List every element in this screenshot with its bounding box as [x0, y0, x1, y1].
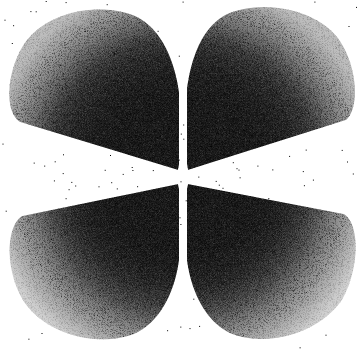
speck — [197, 204, 198, 205]
speck — [34, 163, 35, 164]
speck — [342, 150, 343, 151]
speck — [216, 181, 217, 182]
speck — [180, 327, 181, 328]
speck — [356, 7, 357, 8]
speck — [181, 134, 182, 135]
speck — [177, 137, 178, 138]
speck — [237, 168, 238, 169]
speck — [107, 4, 108, 5]
speck — [189, 159, 190, 160]
speck — [313, 180, 314, 181]
speck — [240, 177, 241, 178]
speck — [152, 120, 153, 121]
speck — [159, 102, 160, 103]
speck — [179, 56, 180, 57]
speck — [44, 166, 45, 167]
speck — [183, 125, 184, 126]
speck — [289, 156, 290, 157]
speck — [180, 224, 181, 225]
speck — [314, 2, 315, 3]
speck — [353, 174, 354, 175]
speck — [123, 174, 124, 175]
speck — [239, 170, 240, 171]
speck — [190, 328, 191, 329]
speck — [66, 2, 67, 3]
speck — [110, 155, 111, 156]
speck — [12, 43, 13, 44]
speck — [69, 189, 70, 190]
speck — [272, 169, 273, 170]
speck — [180, 217, 181, 218]
speck — [179, 160, 180, 161]
speck — [137, 186, 138, 187]
speck — [149, 235, 150, 236]
speck — [63, 173, 64, 174]
speck — [30, 11, 31, 12]
speck — [105, 170, 106, 171]
speck — [193, 299, 194, 300]
speck — [303, 171, 304, 172]
speck — [200, 288, 201, 289]
speck — [205, 245, 206, 246]
speck — [233, 162, 234, 163]
speck — [190, 77, 191, 78]
speck — [28, 339, 29, 340]
speck — [192, 204, 193, 205]
speck — [75, 186, 76, 187]
speck — [304, 185, 305, 186]
speck — [5, 20, 6, 21]
speck — [177, 223, 178, 224]
speck — [219, 185, 220, 186]
speck — [55, 161, 56, 162]
speck — [6, 211, 7, 212]
speck — [181, 181, 182, 182]
speck — [46, 1, 47, 2]
speck — [183, 2, 184, 3]
speck — [42, 333, 43, 334]
speck — [167, 330, 168, 331]
speck — [117, 188, 118, 189]
speck — [223, 188, 224, 189]
speck — [169, 128, 170, 129]
speck — [3, 144, 4, 145]
speck — [13, 25, 14, 26]
speck — [63, 154, 64, 155]
speck — [153, 170, 154, 171]
speck — [347, 162, 348, 163]
speck — [349, 26, 350, 27]
speck — [158, 31, 159, 32]
speck — [66, 198, 67, 199]
speck — [177, 141, 178, 142]
speck — [326, 335, 327, 336]
speck — [132, 170, 133, 171]
speck — [183, 139, 184, 140]
speck — [126, 197, 127, 198]
speck — [54, 180, 55, 181]
speck — [306, 150, 307, 151]
speck — [132, 167, 133, 168]
speck — [111, 182, 112, 183]
speck — [71, 182, 72, 183]
speck — [199, 326, 200, 327]
speck — [268, 198, 269, 199]
speck — [198, 177, 199, 178]
speck — [300, 347, 301, 348]
speck — [115, 203, 116, 204]
speck — [36, 11, 37, 12]
speck — [257, 166, 258, 167]
speck — [186, 200, 187, 201]
speck — [99, 186, 100, 187]
